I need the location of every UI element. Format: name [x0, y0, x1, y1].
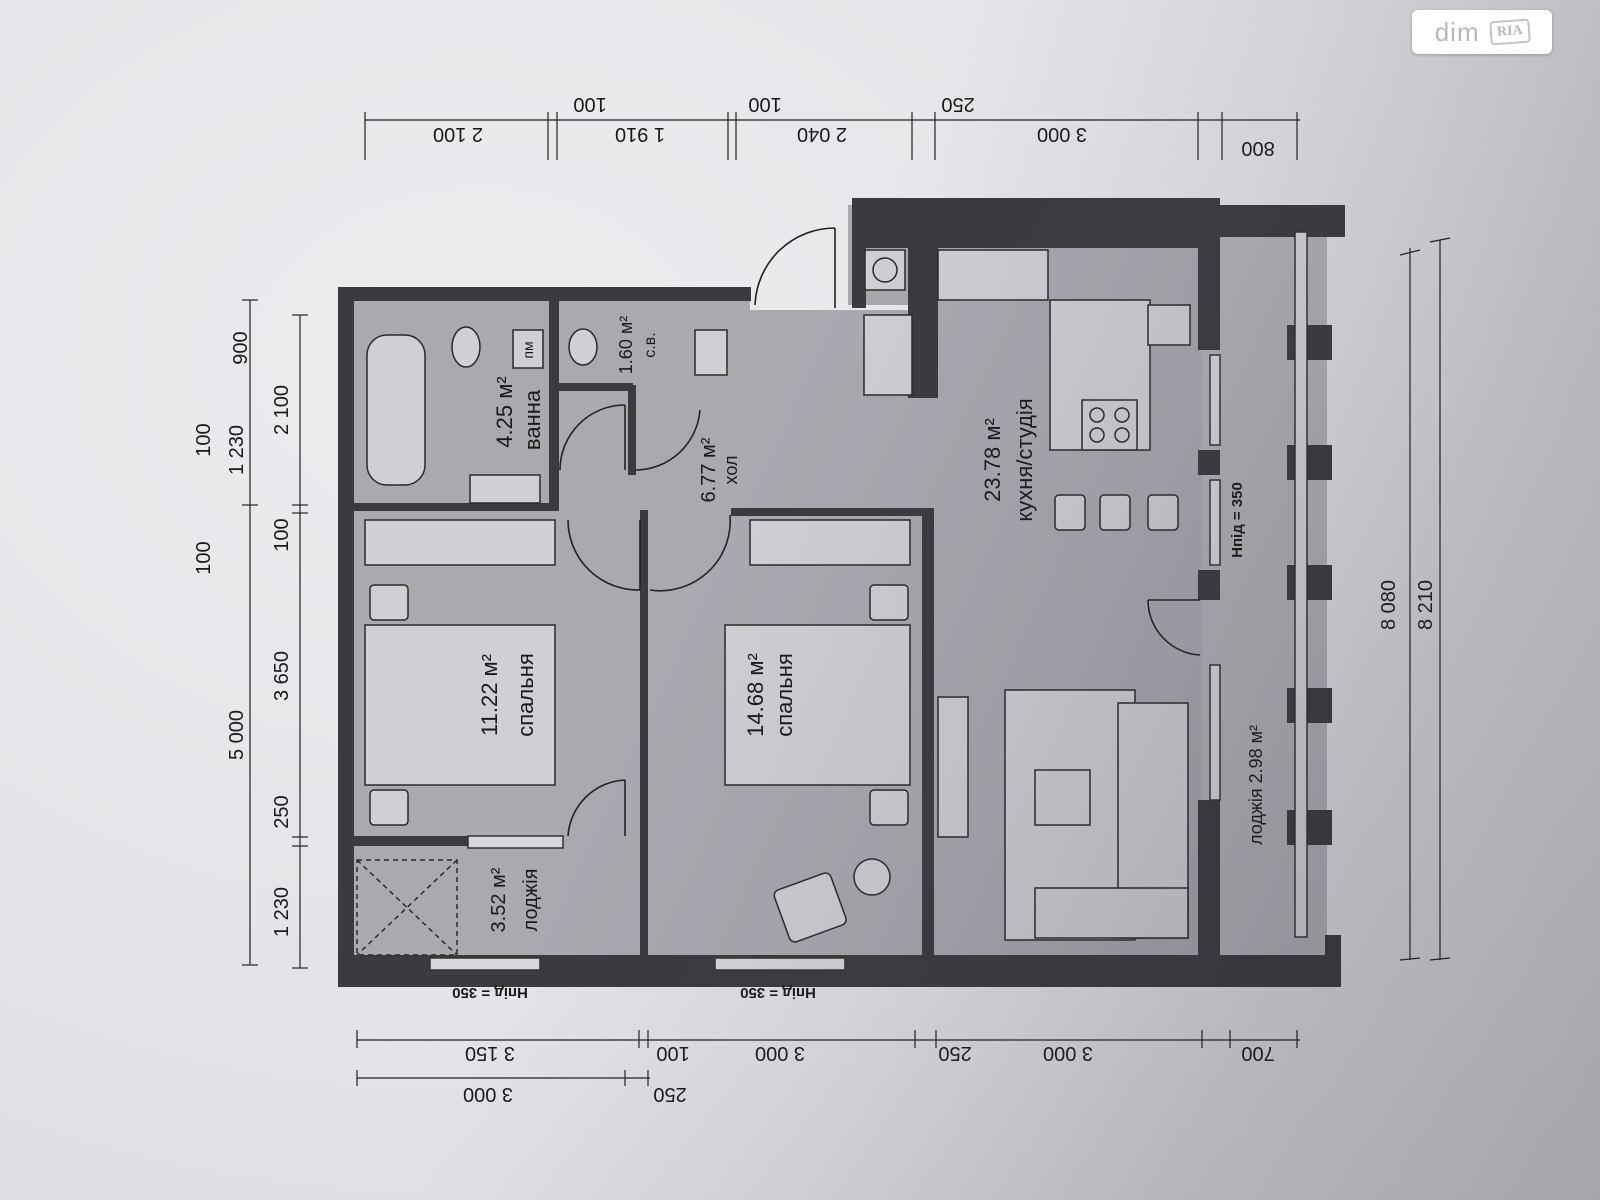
- bedroom2-name: спальня: [772, 653, 797, 737]
- dim-top-small-1: 100: [748, 93, 781, 115]
- bathtub: [366, 334, 426, 486]
- sill-note-bottom-left: Нпід = 350: [452, 984, 528, 1001]
- dimension-labels: 2 100 1 910 2 040 3 000 800 100 100 250 …: [193, 93, 1437, 1105]
- hall-name: хол: [721, 456, 741, 485]
- boiler: [864, 249, 906, 291]
- wc-area: 1.60 м²: [616, 316, 636, 374]
- furniture: [356, 249, 1191, 956]
- dim-left-inner-3: 3 650: [271, 651, 293, 701]
- dim-left-outer-1: 5 000: [226, 710, 248, 760]
- pm-label: пм: [520, 341, 536, 358]
- bed-1: [364, 624, 556, 786]
- dim-bottom1-2: 3 000: [755, 1042, 805, 1064]
- kitchen-name: кухня/студія: [1012, 398, 1037, 521]
- dim-top-1: 1 910: [615, 123, 665, 145]
- dim-bottom1-0: 3 150: [465, 1042, 515, 1064]
- bathroom-area: 4.25 м²: [492, 376, 517, 447]
- dim-top-3: 3 000: [1037, 123, 1087, 145]
- dim-left-inner-0: 900: [230, 331, 252, 364]
- walls: [338, 198, 1345, 987]
- watermark-brand: dim: [1434, 16, 1480, 47]
- dim-bottom2-0: 3 000: [463, 1083, 513, 1105]
- bedroom1-area: 11.22 м²: [477, 654, 502, 736]
- bedroom2-area: 14.68 м²: [743, 653, 768, 737]
- dim-left-inner-5: 1 230: [271, 887, 293, 937]
- bedroom1-name: спальня: [513, 653, 538, 737]
- dim-bottom1-5: 700: [1241, 1042, 1274, 1064]
- wc-name: с.в.: [642, 332, 659, 357]
- dim-left-mid-0: 100: [193, 423, 215, 456]
- dim-left-mid-1: 1 230: [226, 425, 248, 475]
- dimension-lines: [242, 112, 1451, 1086]
- dim-top-4: 800: [1241, 137, 1274, 159]
- windows: [429, 231, 1308, 971]
- kitchen-area: 23.78 м²: [980, 418, 1005, 502]
- room-labels: 4.25 м² ванна 1.60 м² с.в. пм 6.77 м² хо…: [452, 316, 1266, 1001]
- bathroom-name: ванна: [520, 389, 545, 450]
- dim-right-1: 8 210: [1415, 580, 1437, 630]
- sill-note-bottom-mid: Нпід = 350: [740, 984, 816, 1001]
- doors: [559, 227, 1201, 837]
- hall-area: 6.77 м²: [698, 437, 720, 502]
- dim-top-small-0: 100: [573, 93, 606, 115]
- watermark-badge: RIA: [1488, 18, 1531, 46]
- dim-left-inner-1: 2 100: [271, 385, 293, 435]
- dim-left-inner-2: 100: [271, 518, 293, 551]
- dim-right-0: 8 080: [1378, 580, 1400, 630]
- loggia-small-area: 3.52 м²: [488, 867, 510, 932]
- sill-note-right: Нпід = 350: [1229, 482, 1246, 558]
- bed-2: [724, 624, 911, 786]
- watermark: dim RIA: [1412, 10, 1552, 54]
- dim-top-2: 2 040: [797, 123, 847, 145]
- dim-bottom1-1: 100: [656, 1042, 689, 1064]
- dim-top-small-2: 250: [941, 93, 974, 115]
- loggia-small-name: лоджія: [520, 869, 542, 932]
- dim-left-outer-0: 100: [193, 541, 215, 574]
- dim-top-0: 2 100: [433, 123, 483, 145]
- dim-bottom2-1: 250: [653, 1083, 686, 1105]
- dim-bottom1-3: 250: [938, 1042, 971, 1064]
- dim-bottom1-4: 3 000: [1043, 1042, 1093, 1064]
- dim-left-inner-4: 250: [271, 795, 293, 828]
- cooktop: [1081, 399, 1138, 451]
- loggia-big-label: лоджія 2.98 м²: [1246, 725, 1266, 845]
